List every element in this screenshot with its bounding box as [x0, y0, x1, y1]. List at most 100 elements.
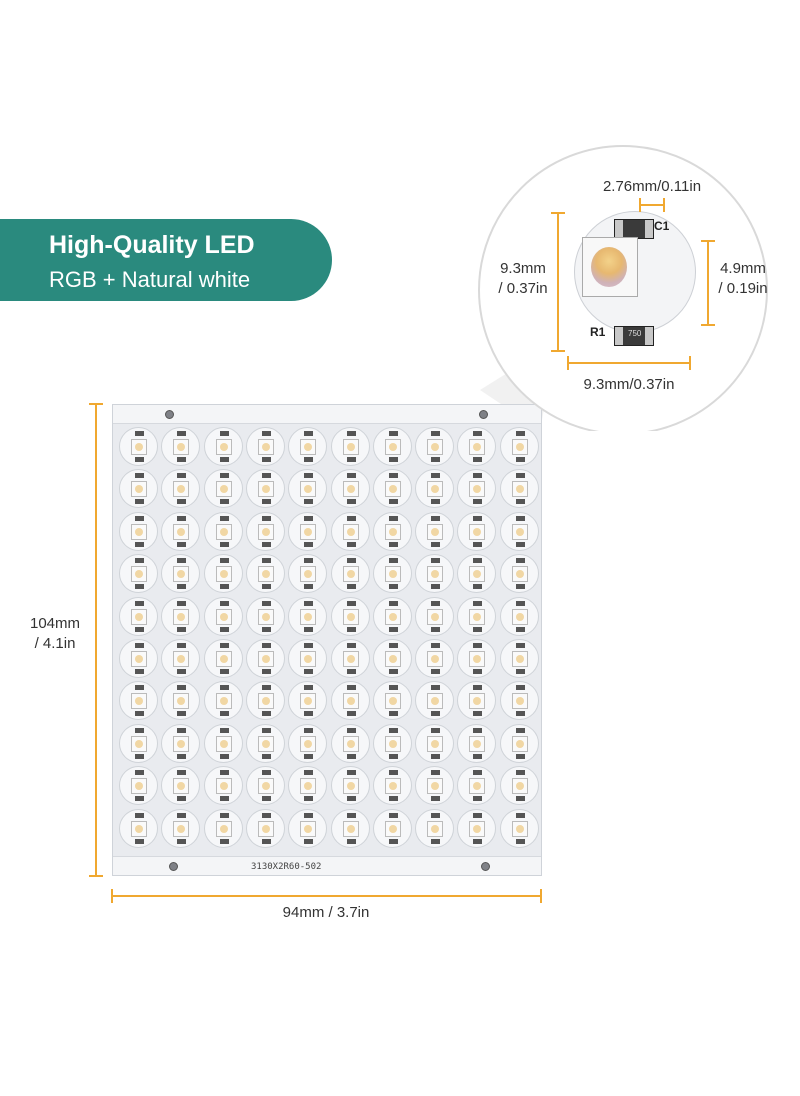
led-pad	[499, 469, 539, 509]
led-pad	[203, 766, 243, 806]
led-pad	[372, 469, 412, 509]
led-pad	[161, 554, 201, 594]
cap-label-c1: C1	[654, 219, 670, 233]
led-pad	[203, 554, 243, 594]
led-pad	[330, 427, 370, 466]
height-label: 104mm / 4.1in	[20, 614, 90, 654]
banner-title: High-Quality LED	[49, 231, 255, 259]
led-matrix-panel: 3130X2R60-502	[112, 404, 542, 876]
led-pad	[203, 639, 243, 678]
silkscreen-label: 3130X2R60-502	[251, 862, 322, 872]
panel-bottom-rail: 3130X2R60-502	[113, 856, 541, 875]
led-pad	[372, 427, 412, 466]
led-pad	[288, 554, 328, 594]
led-pad	[457, 723, 497, 763]
led-pad	[288, 427, 328, 466]
led-pad	[415, 469, 455, 509]
led-pad	[372, 681, 412, 721]
led-pad	[288, 596, 328, 636]
led-pad	[372, 639, 412, 678]
led-pad	[457, 681, 497, 721]
height-label-in: / 4.1in	[34, 635, 76, 652]
zoom-right-mm: 4.9mm	[720, 260, 766, 277]
led-pad	[288, 723, 328, 763]
zoom-detail: C1 750 R1 2.76mm/0.11in 9.3mm / 0.37in 4…	[478, 145, 800, 431]
led-pad	[499, 639, 539, 678]
led-pad	[372, 766, 412, 806]
zoom-right-label: 4.9mm / 0.19in	[712, 259, 774, 299]
led-pad	[415, 639, 455, 678]
led-pad	[330, 681, 370, 721]
led-lens	[591, 247, 627, 287]
led-pad	[372, 723, 412, 763]
led-pad	[288, 766, 328, 806]
led-pad	[415, 766, 455, 806]
led-pad	[330, 554, 370, 594]
led-pad	[499, 596, 539, 636]
led-pad	[161, 596, 201, 636]
led-pad	[203, 427, 243, 466]
led-pad	[245, 427, 285, 466]
led-pad	[203, 469, 243, 509]
led-pad	[119, 469, 158, 509]
zoom-right-in: / 0.19in	[718, 280, 768, 297]
led-pad	[288, 639, 328, 678]
led-pad	[457, 766, 497, 806]
led-pad	[119, 427, 158, 466]
led-pad	[119, 511, 158, 551]
led-pad	[119, 681, 158, 721]
resistor-r1	[614, 326, 654, 346]
led-pad	[457, 639, 497, 678]
led-pad	[245, 766, 285, 806]
led-pad	[372, 554, 412, 594]
led-pad	[245, 723, 285, 763]
led-pad	[119, 766, 158, 806]
led-pad	[119, 723, 158, 763]
led-pad	[499, 511, 539, 551]
led-pad	[245, 681, 285, 721]
led-pad	[499, 554, 539, 594]
led-pad	[415, 554, 455, 594]
led-pad	[161, 511, 201, 551]
resistor-label-r1: R1	[590, 325, 606, 339]
led-pad	[372, 596, 412, 636]
led-pad	[330, 723, 370, 763]
banner-subtitle: RGB + Natural white	[49, 267, 251, 292]
led-pad	[119, 808, 158, 848]
led-pad	[499, 427, 539, 466]
led-pad	[245, 596, 285, 636]
mounting-hole	[481, 862, 490, 871]
led-pad	[415, 681, 455, 721]
led-pad	[245, 554, 285, 594]
led-pad	[415, 808, 455, 848]
led-pad	[119, 596, 158, 636]
led-pad	[499, 808, 539, 848]
led-pad	[161, 427, 201, 466]
led-pad	[203, 681, 243, 721]
led-pad	[161, 808, 201, 848]
led-pad	[245, 511, 285, 551]
led-pad	[119, 554, 158, 594]
resistor-mark: 750	[628, 329, 642, 338]
led-pad	[203, 596, 243, 636]
led-pad	[457, 554, 497, 594]
led-pad	[203, 808, 243, 848]
led-pad	[288, 469, 328, 509]
led-pad	[330, 808, 370, 848]
zoom-top-label: 2.76mm/0.11in	[602, 178, 702, 195]
width-label: 94mm / 3.7in	[282, 904, 370, 921]
zoom-left-mm: 9.3mm	[500, 260, 546, 277]
feature-banner: High-Quality LED RGB + Natural white	[0, 219, 332, 301]
led-pad	[119, 639, 158, 678]
led-pad	[245, 808, 285, 848]
zoom-left-label: 9.3mm / 0.37in	[492, 259, 554, 299]
led-pad	[245, 469, 285, 509]
led-pad	[457, 808, 497, 848]
led-pad	[457, 511, 497, 551]
led-pad	[499, 766, 539, 806]
led-pad	[330, 596, 370, 636]
led-pad	[161, 681, 201, 721]
led-pad	[330, 469, 370, 509]
height-label-mm: 104mm	[29, 615, 81, 632]
led-pad	[288, 681, 328, 721]
